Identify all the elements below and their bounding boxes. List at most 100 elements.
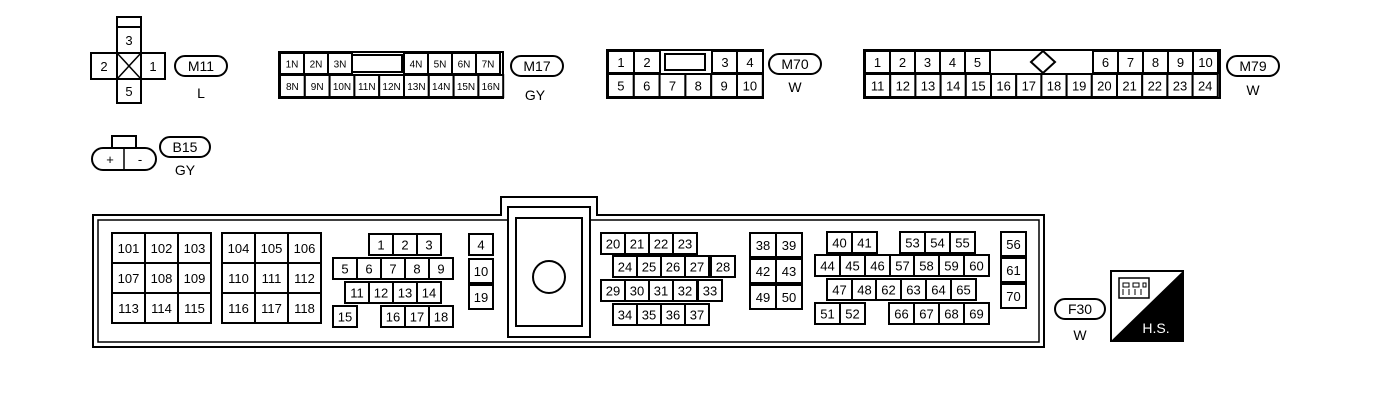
m79-pin-label: 23 (1173, 79, 1187, 94)
m79-pin-label: 10 (1198, 55, 1212, 70)
f30-pin-label: 7 (389, 262, 396, 277)
m79-pin-label: 6 (1102, 55, 1109, 70)
m11-pin-2: 2 (100, 59, 107, 74)
m70-pin-label: 7 (669, 79, 676, 94)
f30-pin-label: 33 (703, 284, 717, 299)
m79-pin-label: 9 (1177, 55, 1184, 70)
f30-pin-label: 55 (955, 236, 969, 251)
f30-pin-box (428, 305, 454, 328)
f30-pin-box (254, 232, 289, 264)
f30-pin-label: 47 (832, 283, 846, 298)
f30-pin-label: 63 (906, 283, 920, 298)
m17-pin-label: 15N (457, 82, 475, 93)
f30-pin-label: 3 (425, 238, 432, 253)
f30-pin-label: 23 (678, 237, 692, 252)
f30-pin-label: 11 (350, 286, 364, 301)
f30-pin-label: 9 (437, 262, 444, 277)
m79-pin-label: 8 (1152, 55, 1159, 70)
m17-pin-label: 5N (434, 60, 447, 71)
b15-plus: + (106, 152, 114, 167)
f30-pin-box (416, 281, 442, 304)
f30-pin-box (963, 302, 990, 325)
m79-color: W (1246, 82, 1260, 98)
m70-pin-label: 10 (743, 79, 757, 94)
f30-pin-box (428, 257, 454, 280)
f30-pin-box (287, 292, 322, 324)
f30-pin-label: 24 (618, 260, 632, 275)
f30-pin-label: 37 (690, 308, 704, 323)
m79-pin-label: 17 (1022, 79, 1036, 94)
f30-pin-label: 30 (630, 284, 644, 299)
m70-pin-label: 3 (721, 55, 728, 70)
m17-id: M17 (523, 58, 550, 74)
f30-pin-box (468, 284, 494, 310)
f30-id: F30 (1068, 301, 1092, 317)
f30-color: W (1073, 327, 1087, 343)
f30-pin-label: 2 (401, 238, 408, 253)
f30-pin-label: 53 (905, 236, 919, 251)
f30-pin-label: 61 (1006, 263, 1020, 278)
connector-symbol-icon (1118, 277, 1150, 299)
f30-pin-label: 25 (642, 260, 656, 275)
f30-pin-box (1000, 231, 1027, 257)
f30-pin-box (672, 232, 698, 255)
m70-color: W (788, 79, 802, 95)
f30-pin-label: 116 (228, 301, 249, 316)
f30-pin-label: 13 (398, 286, 412, 301)
f30-pin-label: 118 (294, 301, 315, 316)
m79-pin-label: 4 (949, 55, 956, 70)
f30-pin-box (684, 255, 710, 278)
f30-pin-box (1000, 257, 1027, 283)
f30-pin-label: 111 (262, 271, 282, 286)
f30-pin-label: 29 (606, 284, 620, 299)
f30-pin-label: 103 (184, 241, 206, 256)
m17-pin-label: 9N (311, 82, 324, 93)
f30-pin-label: 117 (261, 301, 282, 316)
f30-pin-box (950, 278, 977, 301)
f30-pin-label: 44 (820, 259, 834, 274)
f30-pin-label: 1 (377, 238, 384, 253)
f30-pin-label: 17 (410, 310, 424, 325)
f30-pin-label: 50 (782, 290, 796, 305)
f30-pin-box (221, 262, 256, 294)
m79-pin-label: 1 (874, 55, 881, 70)
m70-pin-label: 1 (617, 55, 624, 70)
m17-pin-label: 6N (458, 60, 471, 71)
f30-pin-label: 19 (474, 290, 488, 305)
f30-pin-label: 58 (919, 259, 933, 274)
f30-pin-label: 26 (666, 260, 680, 275)
f30-pin-label: 34 (618, 308, 632, 323)
f30-pin-label: 65 (956, 283, 970, 298)
f30-pin-box (177, 292, 212, 324)
f30-pin-label: 16 (386, 310, 400, 325)
f30-pin-label: 43 (782, 264, 796, 279)
f30-pin-box (177, 262, 212, 294)
f30-pin-box (254, 262, 289, 294)
b15-minus: - (138, 152, 142, 167)
f30-pin-label: 59 (944, 259, 958, 274)
f30-pin-label: 62 (881, 283, 895, 298)
f30-pin-label: 15 (338, 310, 352, 325)
f30-pin-label: 101 (118, 241, 140, 256)
m17-pin-label: 10N (333, 82, 351, 93)
f30-pin-label: 102 (151, 241, 173, 256)
m70-id: M70 (781, 56, 808, 72)
m17-pin-label: 11N (358, 82, 376, 93)
f30-pin-label: 54 (930, 236, 944, 251)
f30-pin-label: 5 (341, 262, 348, 277)
m70-pin-box (736, 73, 764, 98)
f30-pin-label: 108 (151, 271, 173, 286)
f30-pin-label: 36 (666, 308, 680, 323)
f30-pin-box (1000, 283, 1027, 309)
m17-pin-label: 3N (334, 60, 347, 71)
f30-pin-label: 69 (969, 307, 983, 322)
f30-pin-label: 31 (654, 284, 668, 299)
f30-pin-box (775, 284, 803, 310)
m79-pin-label: 5 (974, 55, 981, 70)
hs-badge: H.S. (1110, 270, 1184, 342)
m79-pin-label: 22 (1148, 79, 1162, 94)
connector-b15: + - B15 GY (91, 135, 211, 178)
